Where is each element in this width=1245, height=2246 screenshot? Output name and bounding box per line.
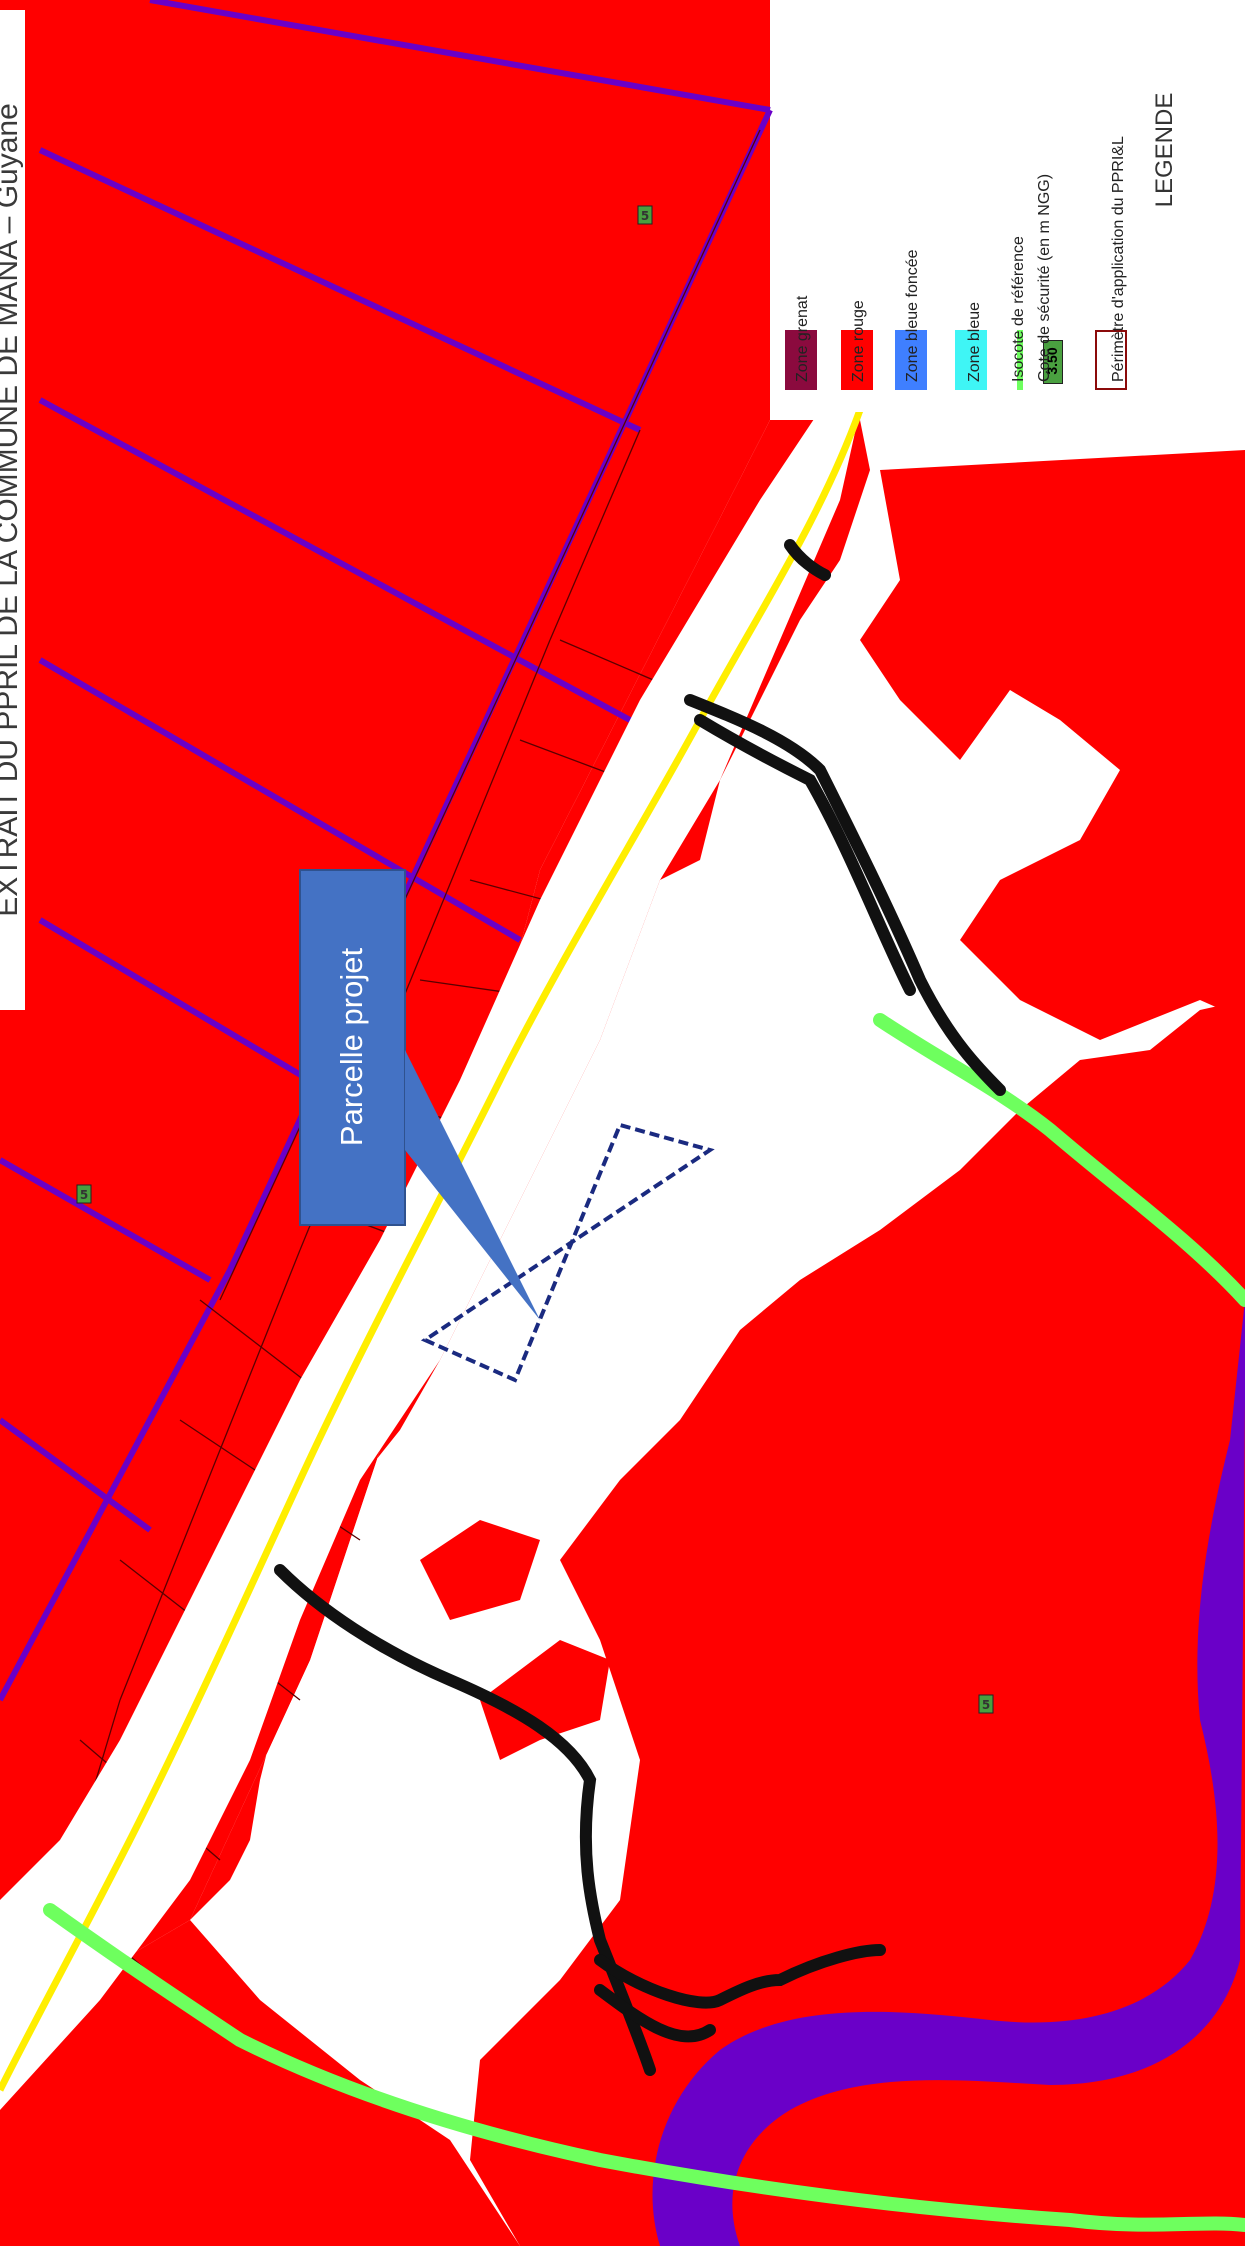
map-title: EXTRAIT DU PPRIL DE LA COMMUNE DE MANA –…	[0, 10, 25, 1010]
cote-label-1: 5	[637, 205, 653, 225]
cote-label-2: 5	[76, 1184, 92, 1204]
project-callout	[299, 869, 540, 1320]
river-inner-red	[732, 1400, 1245, 2246]
callout-label: Parcelle projet	[334, 947, 369, 1147]
outline-box-icon	[1095, 330, 1127, 390]
cote-badge-icon	[1043, 340, 1063, 384]
legend-title: LEGENDE	[1151, 92, 1178, 208]
legend: Zone grenat Zone rouge Zone bleue foncée…	[773, 0, 1183, 412]
swatch-zone-rouge	[841, 330, 873, 390]
svg-text:5: 5	[80, 1188, 88, 1202]
legend-label-zone-bleue: Zone bleue	[966, 301, 983, 382]
project-parcel-outline	[420, 1122, 715, 1383]
isocote-lines	[43, 1013, 1245, 2232]
main-road	[0, 408, 864, 2092]
swatch-zone-grenat	[785, 330, 817, 390]
swatch-zone-bleue-foncee	[895, 330, 927, 390]
green-line-icon	[1017, 330, 1023, 390]
legend-label-zone-grenat: Zone grenat	[794, 295, 811, 382]
legend-label-zone-rouge: Zone rouge	[850, 300, 867, 382]
legend-label-zone-bleue-foncee: Zone bleue foncée	[904, 249, 921, 382]
legend-label-isocote: Isocote de référence	[1010, 236, 1027, 382]
legend-label-cote-securite: Cote de sécurité (en m NGG)	[1036, 173, 1053, 382]
legend-label-perimetre: Périmètre d'application du PPRI&L	[1110, 136, 1127, 382]
cote-label-3: 5	[978, 1694, 994, 1714]
settlement-strip	[0, 410, 860, 2110]
svg-text:5: 5	[982, 1698, 990, 1712]
svg-text:5: 5	[641, 209, 649, 223]
black-lines	[274, 539, 1006, 2076]
swatch-zone-bleue	[955, 330, 987, 390]
